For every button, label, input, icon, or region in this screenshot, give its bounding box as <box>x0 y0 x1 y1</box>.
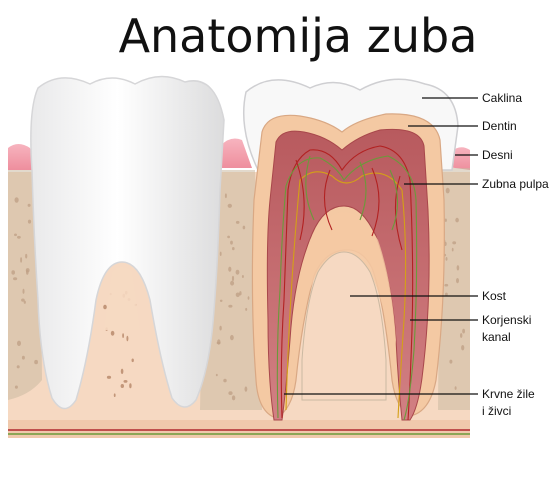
bone-pore <box>126 335 129 342</box>
bone-pore <box>122 333 124 338</box>
bone-pore <box>103 304 107 310</box>
label-vessels-line2: i živci <box>482 404 511 418</box>
bone-septa <box>8 168 470 410</box>
label-root-canal-line2: kanal <box>482 330 511 344</box>
label-vessels-line1: Krvne žile <box>482 387 535 401</box>
diagram-title: Anatomija zuba <box>119 9 478 63</box>
bone-pore <box>123 380 128 383</box>
bone-pore <box>106 375 112 379</box>
bone-pore <box>120 368 124 374</box>
bone-pore <box>110 330 115 336</box>
label-gum: Desni <box>482 148 513 162</box>
left-tooth <box>30 75 225 410</box>
label-bone: Kost <box>482 289 507 303</box>
bone-pore <box>120 384 125 388</box>
labels: Caklina Dentin Desni Zubna pulpa Kost Ko… <box>482 91 549 418</box>
bone-pore <box>113 393 116 398</box>
leader-lines <box>284 97 478 395</box>
label-root-canal-line1: Korjenski <box>482 313 531 327</box>
bone-pore <box>131 358 134 363</box>
label-dentin: Dentin <box>482 119 517 133</box>
right-tooth-section <box>242 78 459 421</box>
label-enamel: Caklina <box>482 91 522 105</box>
label-pulp: Zubna pulpa <box>482 177 549 191</box>
bone-pore <box>129 383 132 389</box>
